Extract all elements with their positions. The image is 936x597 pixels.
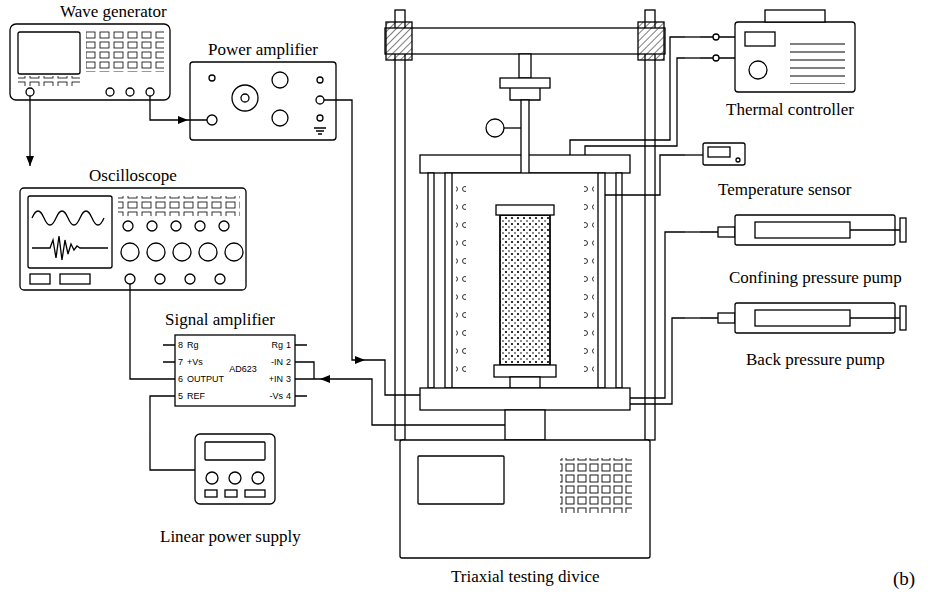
- pin-label: Rg: [187, 340, 199, 350]
- device-node: Triaxial testing divice: [365, 2, 685, 587]
- power-supply-drawing: [150, 430, 275, 504]
- pin-number: 4: [286, 391, 291, 401]
- temperature-sensor-drawing: [700, 143, 745, 165]
- device-label: Signal amplifier: [165, 310, 275, 330]
- device-label: Back pressure pump: [746, 350, 885, 370]
- signal-wire: [338, 100, 365, 360]
- device-node: Temperature sensor: [700, 140, 915, 200]
- device-label: Linear power supply: [160, 527, 301, 547]
- device-label: Temperature sensor: [718, 180, 851, 200]
- pin-label: +IN: [269, 374, 283, 384]
- figure-tag: (b): [893, 568, 915, 590]
- pin-label: -Vs: [270, 391, 284, 401]
- pin-number: 8: [178, 340, 183, 350]
- signal-wire: [685, 154, 700, 155]
- signal-wire: [320, 378, 365, 379]
- signal-wire: [149, 410, 150, 430]
- syringe-pump-drawing: [700, 215, 906, 333]
- device-label: Wave generator: [60, 2, 167, 22]
- signal-wire: [129, 292, 130, 310]
- signal-wire: [29, 102, 30, 166]
- device-label: Power amplifier: [208, 40, 318, 60]
- pin-label: +Vs: [187, 357, 203, 367]
- device-label: Triaxial testing divice: [451, 567, 600, 587]
- signal-wire: [685, 57, 700, 58]
- device-label: Oscilloscope: [89, 166, 177, 186]
- device-node: Linear power supply: [140, 430, 320, 547]
- device-node: Confining pressure pump: [700, 208, 930, 288]
- device-node: Power amplifier: [188, 40, 338, 142]
- pin-number: 1: [286, 340, 291, 350]
- signal-wire: [685, 317, 700, 318]
- signal-amplifier-chip: [130, 310, 320, 410]
- pin-number: 5: [178, 391, 183, 401]
- pin-label: -IN: [271, 357, 283, 367]
- power-amplifier-drawing: [188, 62, 338, 140]
- pin-number: 2: [286, 357, 291, 367]
- pin-number: 3: [286, 374, 291, 384]
- device-label: Confining pressure pump: [729, 268, 902, 288]
- signal-wire: [685, 231, 700, 232]
- chip-name: AD623: [229, 364, 257, 374]
- oscilloscope-drawing: [20, 188, 246, 292]
- device-node: Wave generator: [8, 2, 173, 102]
- device-node: Back pressure pump: [700, 295, 930, 370]
- signal-wire: [150, 102, 188, 120]
- signal-wire: [685, 36, 700, 37]
- device-node: Oscilloscope: [18, 166, 248, 292]
- pin-label: REF: [187, 391, 205, 401]
- pin-number: 6: [178, 374, 183, 384]
- pin-label: OUTPUT: [187, 374, 224, 384]
- device-node: Thermal controller: [700, 2, 880, 120]
- triaxial-device-drawing: [365, 10, 685, 558]
- pin-label: Rg: [271, 340, 283, 350]
- thermal-controller-drawing: [700, 10, 855, 92]
- pin-number: 7: [178, 357, 183, 367]
- device-label: Thermal controller: [726, 100, 854, 120]
- wave-generator-drawing: [10, 24, 170, 102]
